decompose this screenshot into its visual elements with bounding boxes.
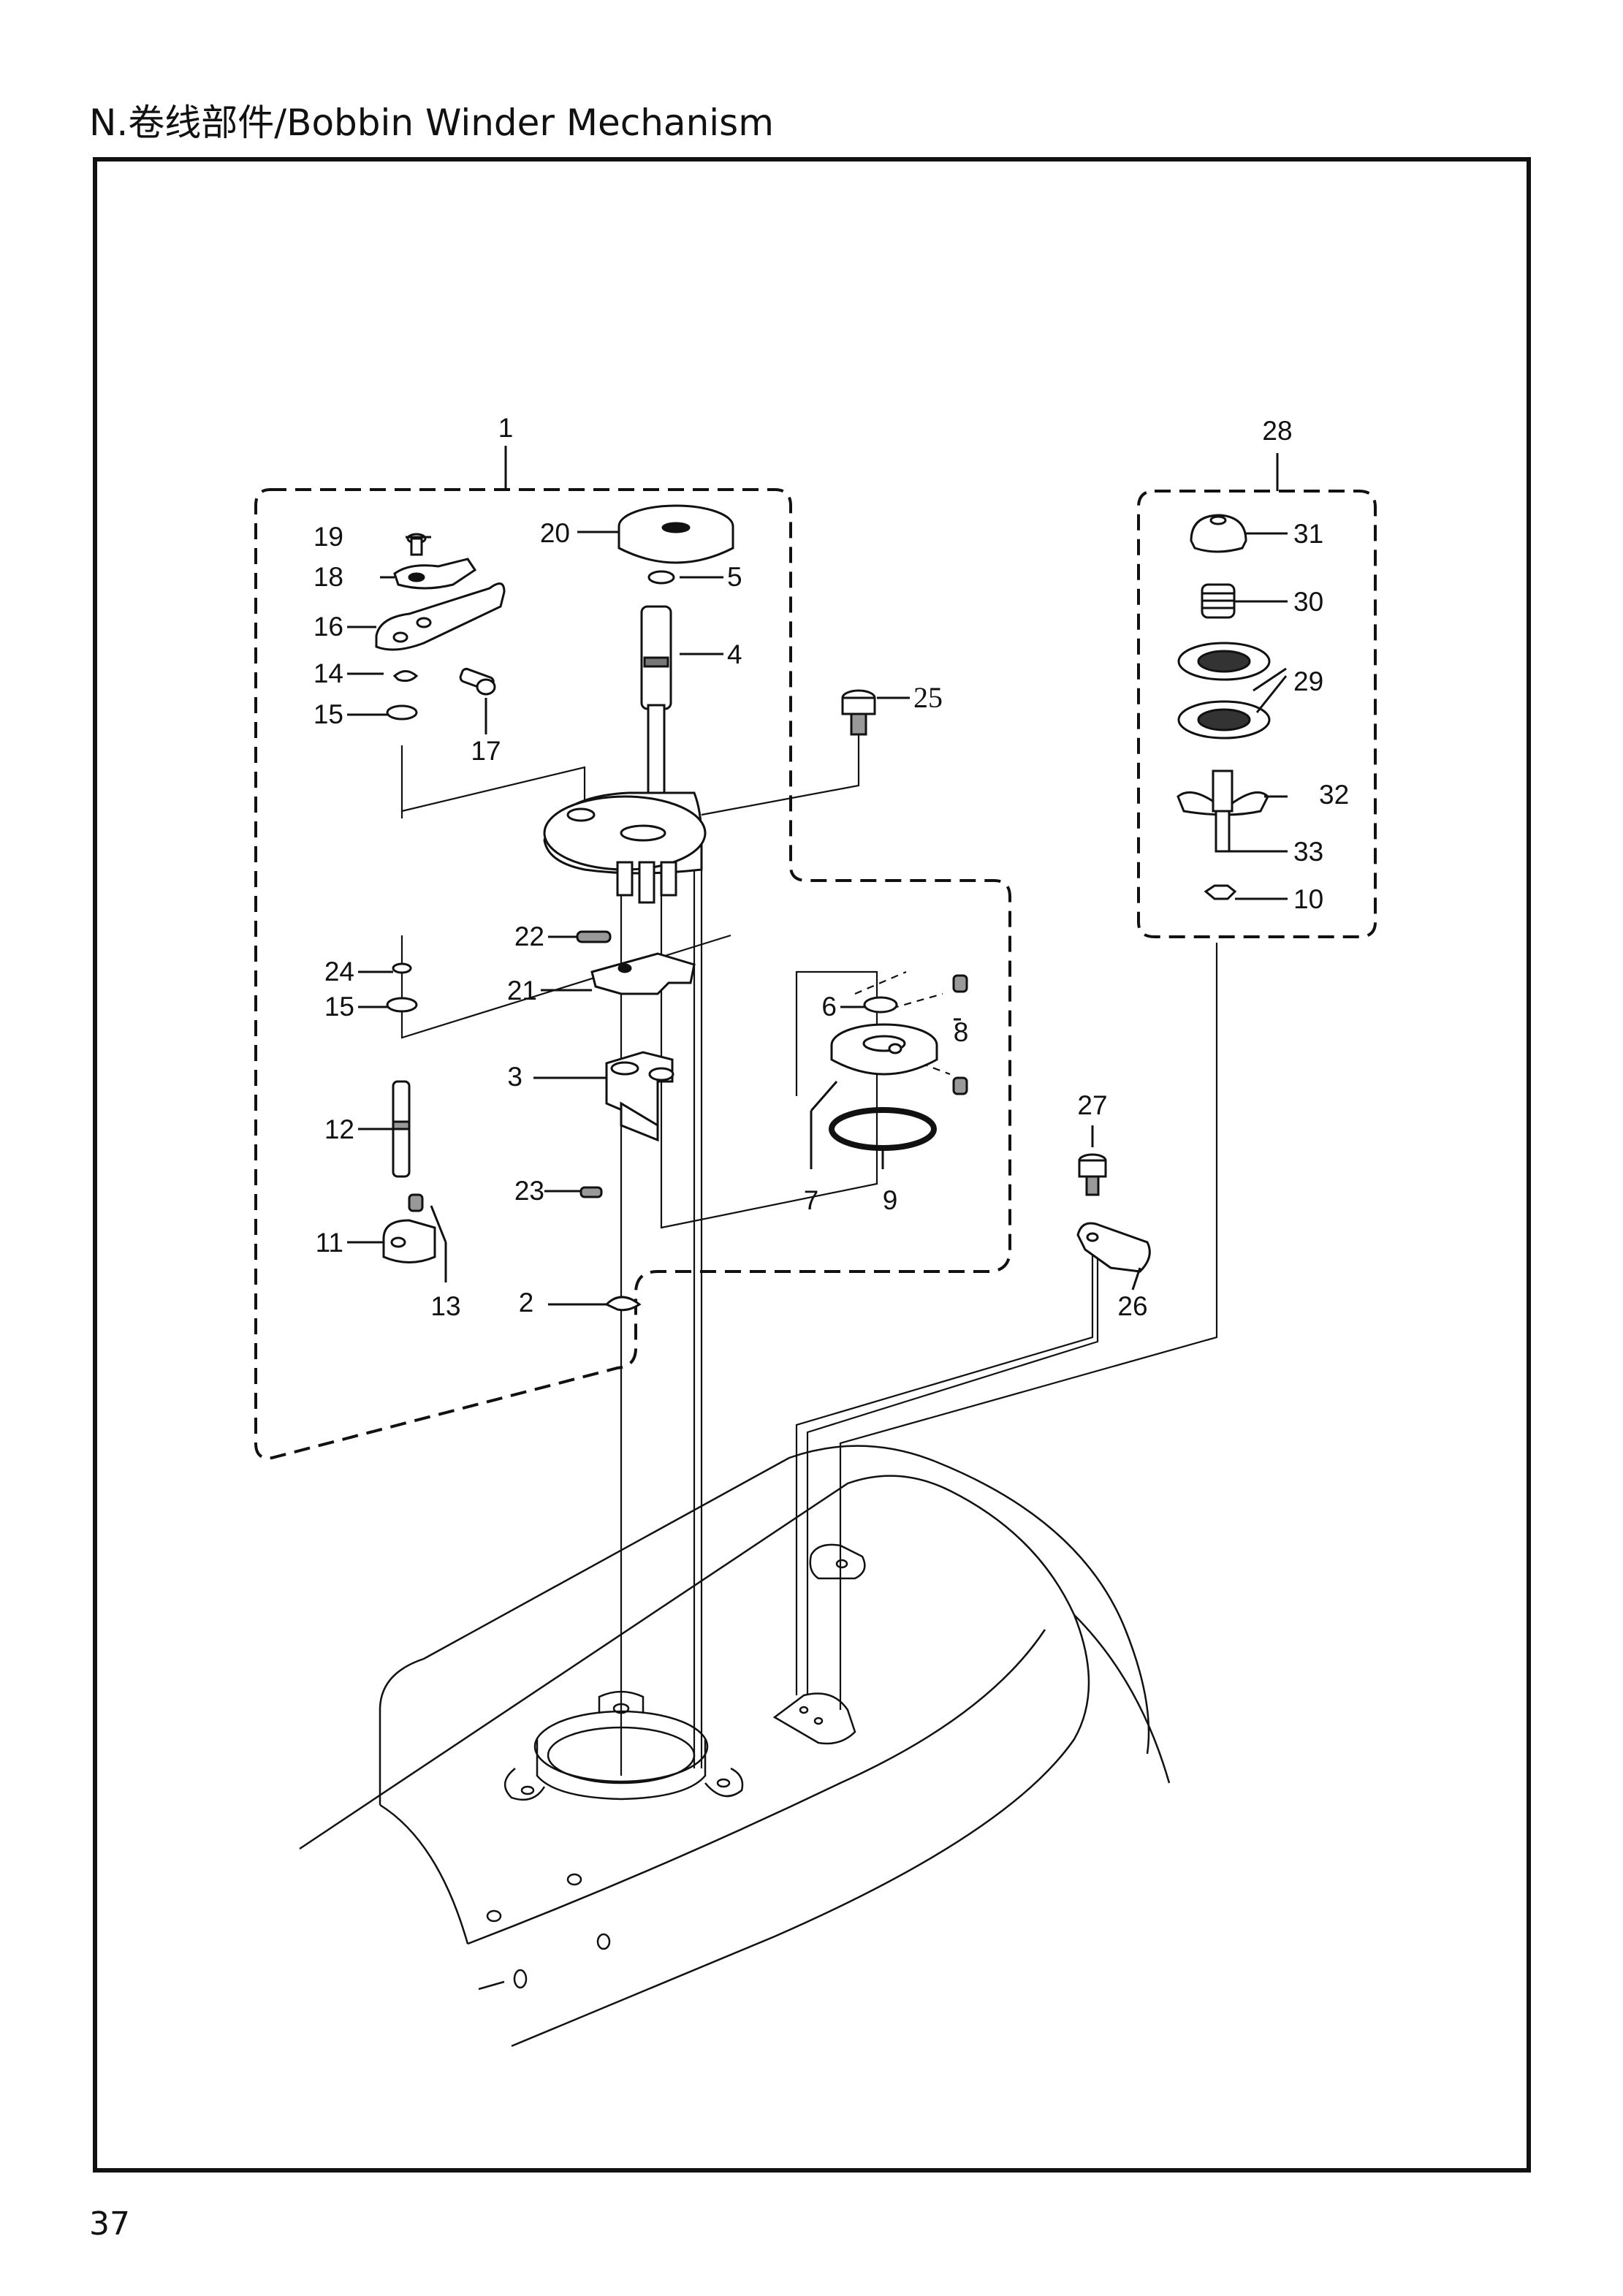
part-8-setscrew-b (952, 1076, 968, 1095)
part-13-screw (408, 1193, 424, 1212)
part-22-spring (576, 930, 612, 943)
part-18-plate (393, 558, 477, 590)
callout-19: 19 (313, 522, 343, 552)
part-1-base-plate (543, 791, 707, 904)
part-29-tension-discs (1177, 642, 1271, 740)
part-21-plate (590, 952, 696, 995)
callout-26: 26 (1117, 1291, 1147, 1321)
callout-12: 12 (324, 1114, 354, 1144)
page-title: N.卷线部件/Bobbin Winder Mechanism (89, 102, 774, 144)
callout-24: 24 (324, 957, 354, 987)
callout-9: 9 (883, 1185, 898, 1215)
callout-7: 7 (804, 1185, 819, 1215)
part-20-cap (617, 504, 734, 564)
callout-21: 21 (507, 976, 537, 1006)
callout-28: 28 (1262, 416, 1292, 446)
callout-33: 33 (1293, 837, 1323, 867)
callout-16: 16 (313, 612, 343, 642)
callout-10: 10 (1293, 884, 1323, 914)
part-15-washer-b (386, 997, 418, 1013)
part-25-screw (841, 689, 876, 736)
callout-22: 22 (514, 921, 544, 951)
callout-30: 30 (1293, 587, 1323, 617)
part-16-lever (375, 582, 506, 651)
callout-20: 20 (540, 518, 570, 548)
part-23-setscrew (579, 1186, 603, 1198)
callout-11: 11 (316, 1228, 343, 1258)
callout-8: 8 (954, 1017, 969, 1047)
assembly-28-group-outline (1137, 490, 1377, 938)
part-17-screw (459, 667, 496, 696)
part-15-washer-a (386, 704, 418, 721)
callout-17: 17 (471, 736, 501, 766)
callout-18: 18 (313, 562, 343, 592)
callout-31: 31 (1293, 519, 1323, 549)
part-9-rubber-ring (829, 1107, 937, 1151)
page-number: 37 (89, 2205, 130, 2243)
callout-15b: 15 (324, 992, 354, 1022)
part-11-collar (382, 1219, 436, 1263)
callout-32: 32 (1319, 780, 1349, 810)
callout-1: 1 (498, 413, 514, 443)
part-27-screw (1078, 1153, 1107, 1196)
part-3-bracket (605, 1051, 674, 1142)
part-2-ering (604, 1296, 642, 1312)
diagram-frame (93, 157, 1531, 2173)
part-6-washer (863, 996, 898, 1014)
part-14-ring (392, 670, 419, 683)
part-32-stud (1177, 769, 1269, 853)
part-30-spring (1201, 583, 1236, 619)
part-7-pulley (830, 1023, 938, 1076)
part-8-setscrew-a (952, 974, 968, 993)
callout-4: 4 (727, 639, 742, 669)
part-24-ring (392, 962, 412, 974)
callout-29: 29 (1293, 666, 1323, 696)
callout-27: 27 (1077, 1090, 1107, 1120)
part-5-ring (647, 570, 675, 585)
part-26-plate (1076, 1222, 1151, 1273)
callout-3: 3 (507, 1062, 522, 1092)
callout-23: 23 (514, 1176, 544, 1206)
callout-14: 14 (313, 658, 343, 688)
callout-15a: 15 (313, 699, 343, 729)
callout-25: 25 (913, 681, 943, 714)
callout-6: 6 (821, 992, 837, 1022)
machine-bed-drawing (299, 1445, 1171, 2048)
part-12-pin (392, 1080, 411, 1178)
callout-2: 2 (519, 1288, 534, 1318)
part-10-nut (1204, 884, 1237, 900)
part-31-knob (1190, 514, 1247, 553)
leader-lines (347, 446, 1288, 1306)
assembly-1-group-outline (254, 488, 1011, 1460)
callout-13: 13 (430, 1291, 460, 1321)
callout-5: 5 (727, 562, 742, 592)
